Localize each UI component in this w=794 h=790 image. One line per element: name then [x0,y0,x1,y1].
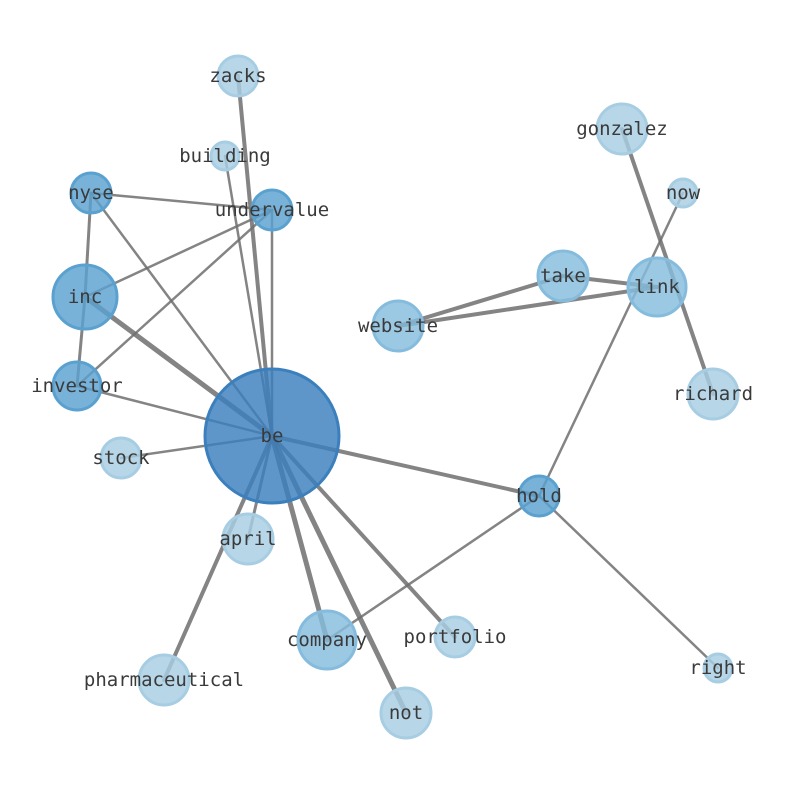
node-portfolio [433,615,477,659]
node-label-take: take [540,265,586,287]
node-label-company: company [287,629,367,651]
node-stock [99,436,143,480]
edge-nyse-undervalue [89,191,274,212]
node-not [379,686,433,740]
node-be [203,367,341,505]
node-label-zacks: zacks [209,65,266,87]
node-hold [517,474,561,518]
edge-layer [75,74,720,716]
node-zacks [216,54,260,98]
node-label-right: right [689,657,746,679]
node-investor [51,360,103,412]
node-website [371,299,425,353]
edge-inc-undervalue [83,208,274,299]
edge-link-website [396,285,659,328]
node-label-not: not [389,702,423,724]
node-take [536,249,590,303]
node-label-april: april [219,528,276,550]
edge-hold-now [537,191,685,498]
node-label-nyse: nyse [68,182,114,204]
node-gonzalez [595,102,649,156]
node-label-undervalue: undervalue [215,199,329,221]
node-label-be: be [261,425,284,447]
node-label-richard: richard [673,383,753,405]
node-building [209,140,241,172]
node-label-pharmaceutical: pharmaceutical [84,669,244,691]
node-label-inc: inc [68,286,102,308]
node-label-link: link [634,276,680,298]
node-label-hold: hold [516,485,562,507]
node-company [296,609,358,671]
node-label-website: website [358,315,438,337]
label-layer: be inc nyse undervalue investor hold link take w… [31,65,753,724]
node-label-building: building [179,145,271,167]
edge-hold-right [537,494,720,670]
node-label-investor: investor [31,375,123,397]
node-pharmaceutical [137,653,191,707]
edge-take-website [396,274,565,328]
edge-hold-company [325,494,541,642]
node-right [702,652,734,684]
node-label-stock: stock [92,447,150,469]
node-nyse [69,171,113,215]
edge-investor-undervalue [75,208,274,388]
node-label-gonzalez: gonzalez [576,118,668,140]
node-label-portfolio: portfolio [404,626,507,648]
node-richard [686,367,740,421]
node-inc [51,263,119,331]
node-undervalue [250,188,294,232]
node-april [221,512,275,566]
node-layer [51,54,740,740]
node-label-now: now [666,182,701,204]
node-link [626,256,688,318]
node-now [667,177,699,209]
